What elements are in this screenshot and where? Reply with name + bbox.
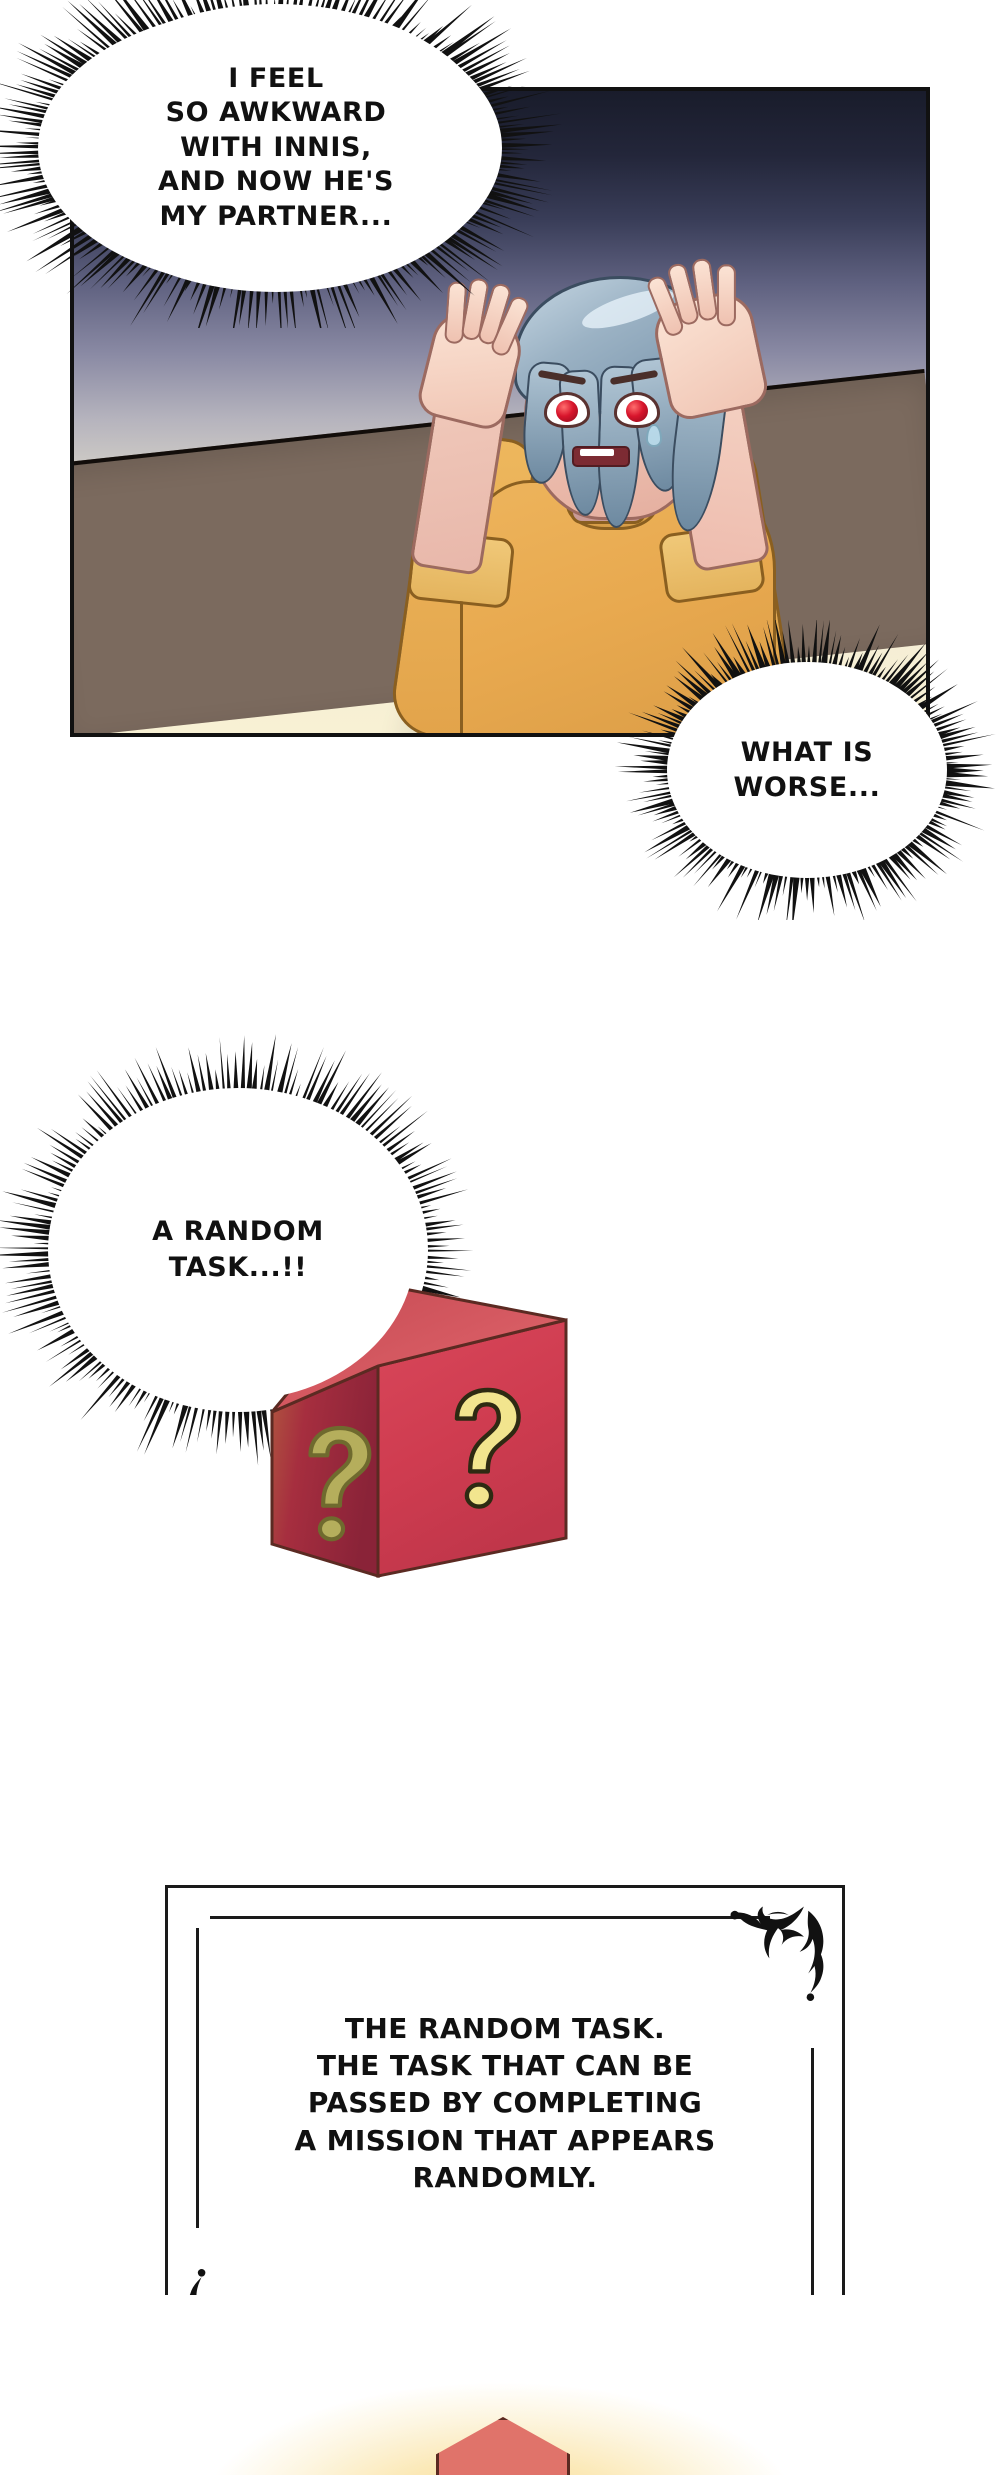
mystery-box-cube bbox=[270, 1282, 568, 1579]
bubble-line: TASK...!! bbox=[168, 1251, 308, 1283]
bubble-line: MY PARTNER... bbox=[159, 200, 393, 232]
caption-text-block: THE RANDOM TASK. THE TASK THAT CAN BE PA… bbox=[168, 2010, 842, 2196]
character-illustration bbox=[374, 257, 844, 733]
question-mark-left bbox=[308, 1425, 372, 1542]
caption-line: PASSED BY COMPLETING bbox=[307, 2086, 703, 2120]
speech-bubble-i-feel: I FEEL SO AWKWARD WITH INNIS, AND NOW HE… bbox=[0, 0, 570, 328]
character-right-iris bbox=[626, 399, 648, 422]
sweat-drop-icon bbox=[646, 424, 662, 447]
bubble-line: I FEEL bbox=[228, 62, 324, 94]
bubble-text-area: I FEEL SO AWKWARD WITH INNIS, AND NOW HE… bbox=[54, 4, 498, 292]
bubble-line: A RANDOM bbox=[152, 1215, 324, 1247]
speech-bubble-what-is-worse: WHAT IS WORSE... bbox=[610, 620, 1000, 920]
bubble-line: WITH INNIS, bbox=[180, 131, 372, 163]
bubble-line: SO AWKWARD bbox=[165, 97, 387, 129]
caption-rule-right bbox=[811, 2048, 814, 2348]
character-left-iris bbox=[556, 399, 578, 422]
character-right-eye bbox=[614, 392, 660, 428]
caption-line: A MISSION THAT APPEARS bbox=[294, 2123, 716, 2157]
bubble-text-area: A RANDOM TASK...!! bbox=[61, 1100, 415, 1400]
floral-ornament-svg bbox=[730, 1906, 824, 2001]
bubble-line: WHAT IS bbox=[740, 736, 874, 768]
floral-corner-ornament-icon bbox=[724, 1900, 832, 2008]
question-mark-right bbox=[454, 1387, 521, 1509]
bubble-text-area: WHAT IS WORSE... bbox=[676, 671, 937, 869]
bubble-line: WORSE... bbox=[733, 772, 881, 803]
mystery-box-illustration bbox=[260, 1280, 580, 1620]
character-mouth bbox=[572, 446, 630, 467]
finger bbox=[716, 264, 736, 327]
character-teeth bbox=[580, 449, 614, 456]
caption-line: THE RANDOM TASK. bbox=[344, 2012, 666, 2045]
caption-line: RANDOMLY. bbox=[412, 2160, 598, 2194]
character-left-eye bbox=[544, 392, 590, 428]
bubble-line: AND NOW HE'S bbox=[158, 166, 394, 198]
caption-rule-top bbox=[210, 1916, 770, 1919]
caption-line: THE TASK THAT CAN BE bbox=[316, 2049, 694, 2083]
caption-rule-left bbox=[196, 1928, 199, 2228]
